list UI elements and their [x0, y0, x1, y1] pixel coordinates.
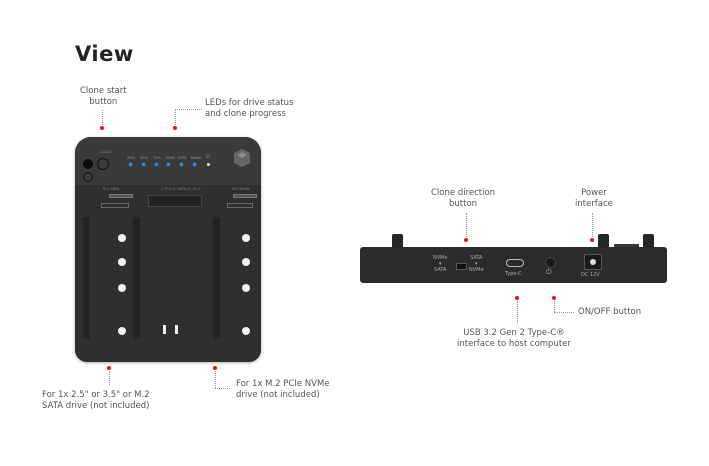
m2-sata-connector [109, 194, 133, 198]
leader-line [102, 110, 103, 125]
callout-sata-drive: For 1x 2.5" or 3.5" or M.2 SATA drive (n… [42, 390, 150, 411]
usb-port-label: Type-C [505, 271, 522, 277]
led-label: 50% [140, 156, 148, 160]
led-label: 25% [127, 156, 135, 160]
leader-line [109, 371, 110, 385]
leader-line [175, 109, 202, 110]
m2-nvme-connector [233, 194, 257, 198]
rail [83, 217, 90, 339]
led-sata [180, 163, 183, 166]
mounting-hole [118, 327, 126, 335]
post [392, 234, 403, 249]
on-off-button[interactable] [545, 257, 556, 268]
switch-label-right: SATA ▾ NVMe [469, 255, 484, 273]
leader-line [466, 213, 467, 237]
callout-clone-direction: Clone direction button [431, 188, 496, 209]
led-label: NVMe [191, 156, 202, 160]
callout-clone-start: Clone start button [80, 86, 127, 107]
callout-nvme-drive: For 1x M.2 PCIe NVMe drive (not included… [236, 379, 330, 400]
led-nvme [193, 163, 196, 166]
post [598, 234, 609, 249]
callout-dot [213, 366, 217, 370]
callout-dot [515, 296, 519, 300]
callout-dot [173, 126, 177, 130]
switch-label-left: NVMe ▾ SATA [433, 255, 448, 273]
mounting-hole [118, 258, 126, 266]
mounting-hole [118, 234, 126, 242]
led-power [207, 163, 210, 166]
post [643, 234, 654, 249]
clone-label: CLONE [100, 150, 112, 154]
dc-jack-pin [590, 259, 596, 265]
led-50 [142, 163, 145, 166]
secondary-button[interactable] [83, 172, 93, 182]
slot-label-m2-sata: M.2 SATA [103, 187, 120, 191]
mounting-hole [242, 234, 250, 242]
callout-dot [100, 126, 104, 130]
led-label: SATA [178, 156, 187, 160]
callout-dot [464, 238, 468, 242]
mounting-hole [242, 258, 250, 266]
mounting-hole [242, 327, 250, 335]
led-label: 100% [165, 156, 176, 160]
callout-power-interface: Power interface [575, 188, 613, 209]
leader-line [215, 388, 230, 389]
clone-direction-switch[interactable] [456, 263, 467, 270]
mounting-hole [242, 284, 250, 292]
callout-dot [590, 238, 594, 242]
logo-cube-icon [234, 149, 250, 167]
device-side-view: NVMe ▾ SATA SATA ▾ NVMe Type-C ⏻ DC 12V [360, 247, 667, 283]
slot-label-m2-nvme: M.2 NVMe [232, 187, 250, 191]
callout-usb: USB 3.2 Gen 2 Type-C® interface to host … [457, 328, 571, 349]
leader-line [517, 301, 518, 323]
mounting-hole [118, 284, 126, 292]
power-button[interactable] [83, 159, 93, 169]
clone-button[interactable] [97, 158, 109, 170]
leader-line [554, 301, 555, 312]
callout-on-off: ON/OFF button [578, 307, 642, 317]
leader-line [554, 312, 574, 313]
m2-nvme-latch [227, 203, 253, 208]
led-100 [167, 163, 170, 166]
power-led-icon: ⏻ [206, 154, 210, 160]
power-icon: ⏻ [546, 268, 552, 276]
slot-label-sata: 2.5"/3.5" SATA III / II / I [161, 187, 201, 191]
latch-mark [163, 325, 166, 334]
latch-mark [175, 325, 178, 334]
callout-dot [107, 366, 111, 370]
page-title: View [75, 42, 134, 66]
m2-sata-latch [101, 203, 129, 208]
leader-line [592, 213, 593, 237]
leader-line [215, 371, 216, 388]
led-75 [155, 163, 158, 166]
rail [133, 217, 140, 339]
led-25 [129, 163, 132, 166]
post-bridge [614, 244, 639, 248]
rail [213, 217, 220, 339]
callout-dot [552, 296, 556, 300]
dc-power-jack[interactable] [584, 254, 602, 270]
dc-label: DC 12V [581, 272, 600, 278]
leader-line [175, 109, 176, 125]
usb-c-port[interactable] [506, 259, 524, 267]
device-top-view: CLONE 25% 50% 75% 100% SATA NVMe ⏻ M.2 S… [75, 137, 261, 362]
led-label: 75% [153, 156, 161, 160]
callout-leds: LEDs for drive status and clone progress [205, 98, 294, 119]
sata-connector [148, 195, 202, 207]
